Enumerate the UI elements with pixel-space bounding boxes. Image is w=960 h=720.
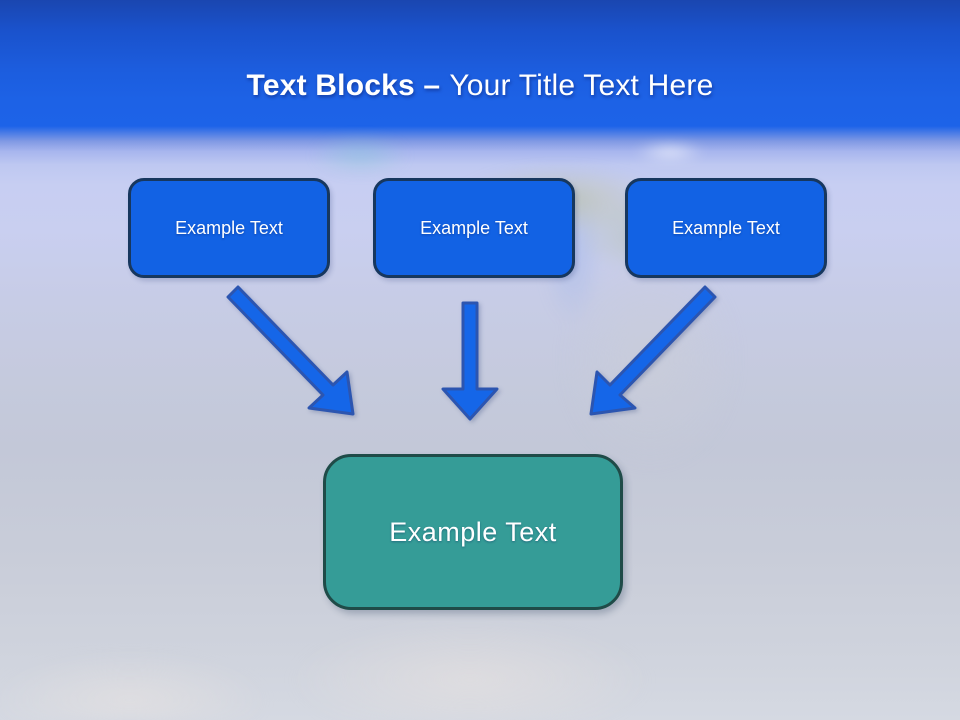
arrow-down-right-icon [226,285,355,416]
result-block: Example Text [323,454,623,610]
text-block-1-label: Example Text [175,217,283,238]
arrow-down-icon [441,301,499,421]
result-block-label: Example Text [389,516,557,547]
text-block-1: Example Text [128,178,330,278]
title-bold-text: Text Blocks – [246,69,441,102]
arrow-down-left-icon [589,285,717,416]
text-block-3: Example Text [625,178,827,278]
text-block-2: Example Text [373,178,575,278]
title-regular-text: Your Title Text Here [449,69,714,102]
text-block-3-label: Example Text [672,217,780,238]
title-bar: Text Blocks –Your Title Text Here [0,0,960,118]
text-block-2-label: Example Text [420,217,528,238]
slide-title: Text Blocks –Your Title Text Here [247,69,714,102]
